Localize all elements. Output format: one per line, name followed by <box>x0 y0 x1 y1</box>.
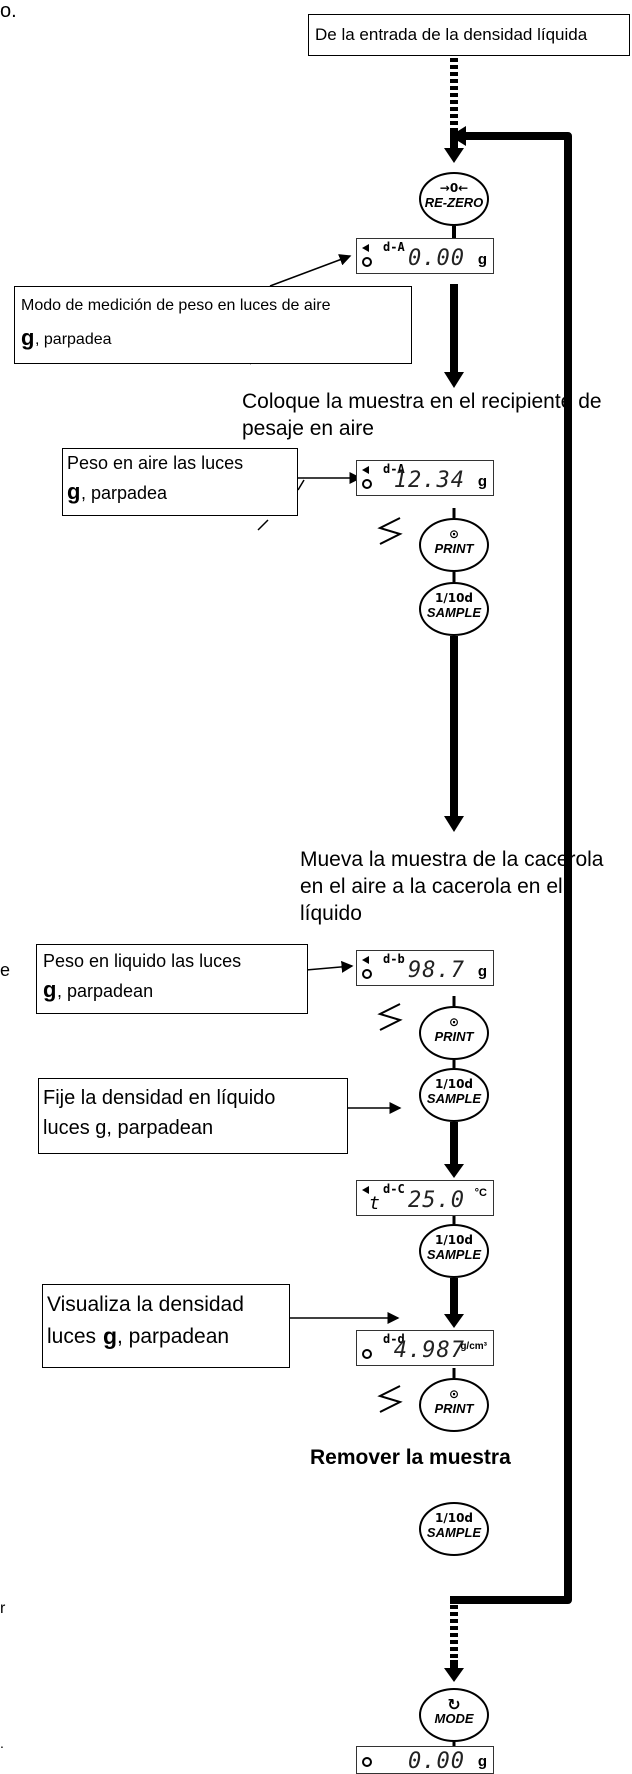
loop-return-line <box>450 132 572 1604</box>
note-g: g <box>67 479 81 504</box>
display-d-b-liquid-weight: d-b 98.7 g <box>356 950 494 986</box>
display-code: d-A <box>383 462 405 476</box>
print-icon: ⊙ <box>448 1015 460 1029</box>
note-text: , parpadean <box>57 981 154 1001</box>
note-text: Visualiza la densidad <box>47 1293 244 1316</box>
display-d-c-temperature: d-C t 25.0 °C <box>356 1180 494 1216</box>
note-set-density: Fije la densidad en líquido luces g, par… <box>38 1078 348 1154</box>
sample-label: SAMPLE <box>426 1091 482 1106</box>
note-text: luces <box>47 1325 97 1348</box>
display-prefix: t <box>369 1193 380 1214</box>
display-code: d-b <box>383 952 405 966</box>
note-text: Peso en liquido las luces <box>43 951 242 971</box>
start-box-label: De la entrada de la densidad líquida <box>315 25 588 44</box>
rezero-button[interactable]: →0← RE-ZERO <box>419 172 489 226</box>
instruction-remove-sample: Remover la muestra <box>310 1446 511 1469</box>
print-icon: ⊙ <box>448 1387 460 1401</box>
display-value: 12.34 <box>393 468 465 493</box>
print-label: PRINT <box>434 1029 474 1044</box>
margin-fragment: e <box>0 960 11 980</box>
note-text: Peso en aire las luces <box>67 453 244 473</box>
stability-arrow-icon <box>362 244 369 252</box>
display-unit: g <box>477 963 487 980</box>
stability-arrow-icon <box>362 1186 369 1194</box>
display-d-a-air-weight: d-A 12.34 g <box>356 460 494 496</box>
note-show-density: Visualiza la densidad luces g , parpadea… <box>42 1284 290 1368</box>
stable-icon <box>362 1757 372 1767</box>
instruction-move-sample: Mueva la muestra de la cacerola en el ai… <box>300 848 604 925</box>
margin-fragment: r <box>0 1600 6 1617</box>
display-unit: g <box>477 251 487 268</box>
display-value: 4.987 <box>393 1338 465 1363</box>
note-text: luces g, parpadean <box>43 1117 214 1139</box>
note-text: Modo de medición de peso en luces de air… <box>21 297 331 314</box>
print-signal-icon <box>377 517 403 545</box>
stable-icon <box>362 257 372 267</box>
sample-button[interactable]: 1/10d SAMPLE <box>419 1502 489 1556</box>
print-label: PRINT <box>434 541 474 556</box>
sample-button[interactable]: 1/10d SAMPLE <box>419 1224 489 1278</box>
rezero-label: RE-ZERO <box>424 195 484 210</box>
display-value: 0.00 <box>408 1749 465 1774</box>
display-d-d-density: d-d 4.987 g/cm³ <box>356 1330 494 1366</box>
display-code: d-d <box>383 1332 405 1346</box>
sample-icon: 1/10d <box>434 1077 474 1091</box>
sample-label: SAMPLE <box>426 605 482 620</box>
sample-icon: 1/10d <box>434 1233 474 1247</box>
print-signal-icon <box>377 1003 403 1031</box>
margin-fragment: . <box>0 1735 4 1751</box>
sample-label: SAMPLE <box>426 1525 482 1540</box>
note-air-mode: Modo de medición de peso en luces de air… <box>14 286 412 364</box>
stability-arrow-icon <box>362 466 369 474</box>
note-text: Fije la densidad en líquido <box>43 1087 276 1109</box>
start-box: De la entrada de la densidad líquida <box>308 14 630 56</box>
display-value: 0.00 <box>408 246 465 271</box>
display-d-a-zero: d-A 0.00 g <box>356 238 494 274</box>
print-button[interactable]: ⊙ PRINT <box>419 1006 489 1060</box>
stability-arrow-icon <box>362 956 369 964</box>
display-weighing-zero: 0.00 g <box>356 1746 494 1774</box>
print-icon: ⊙ <box>448 527 460 541</box>
display-code: d-A <box>383 240 405 254</box>
note-liquid-weight: Peso en liquido las luces g , parpadean <box>36 944 308 1014</box>
note-text: , parpadea <box>81 483 168 503</box>
display-unit: °C <box>474 1187 487 1199</box>
margin-fragment: o. <box>0 0 17 22</box>
instruction-place-sample: Coloque la muestra en el recipiente de p… <box>242 390 602 440</box>
note-g: g <box>21 325 35 350</box>
mode-cycle-icon: ↻ <box>447 1695 461 1714</box>
stable-icon <box>362 1349 372 1359</box>
mode-label: MODE <box>434 1711 474 1726</box>
display-unit: g <box>477 473 487 490</box>
note-g: g <box>103 1323 118 1349</box>
sample-icon: 1/10d <box>434 1511 474 1525</box>
note-air-weight: Peso en aire las luces g , parpadea <box>62 448 298 516</box>
note-g: g <box>43 977 57 1002</box>
print-signal-icon <box>377 1385 403 1413</box>
mode-button[interactable]: ↻ MODE <box>419 1688 489 1742</box>
sample-icon: 1/10d <box>434 591 474 605</box>
print-button[interactable]: ⊙ PRINT <box>419 1378 489 1432</box>
print-button[interactable]: ⊙ PRINT <box>419 518 489 572</box>
rezero-icon: →0← <box>439 181 469 195</box>
stable-icon <box>362 479 372 489</box>
stable-icon <box>362 969 372 979</box>
display-value: 25.0 <box>408 1188 465 1213</box>
sample-button[interactable]: 1/10d SAMPLE <box>419 582 489 636</box>
print-label: PRINT <box>434 1401 474 1416</box>
display-unit: g/cm³ <box>460 1341 487 1352</box>
display-code: d-C <box>383 1182 405 1196</box>
sample-label: SAMPLE <box>426 1247 482 1262</box>
display-value: 98.7 <box>408 958 465 983</box>
note-text: , parpadean <box>117 1325 230 1348</box>
note-text: , parpadea <box>35 331 112 348</box>
display-unit: g <box>477 1753 487 1770</box>
sample-button[interactable]: 1/10d SAMPLE <box>419 1068 489 1122</box>
